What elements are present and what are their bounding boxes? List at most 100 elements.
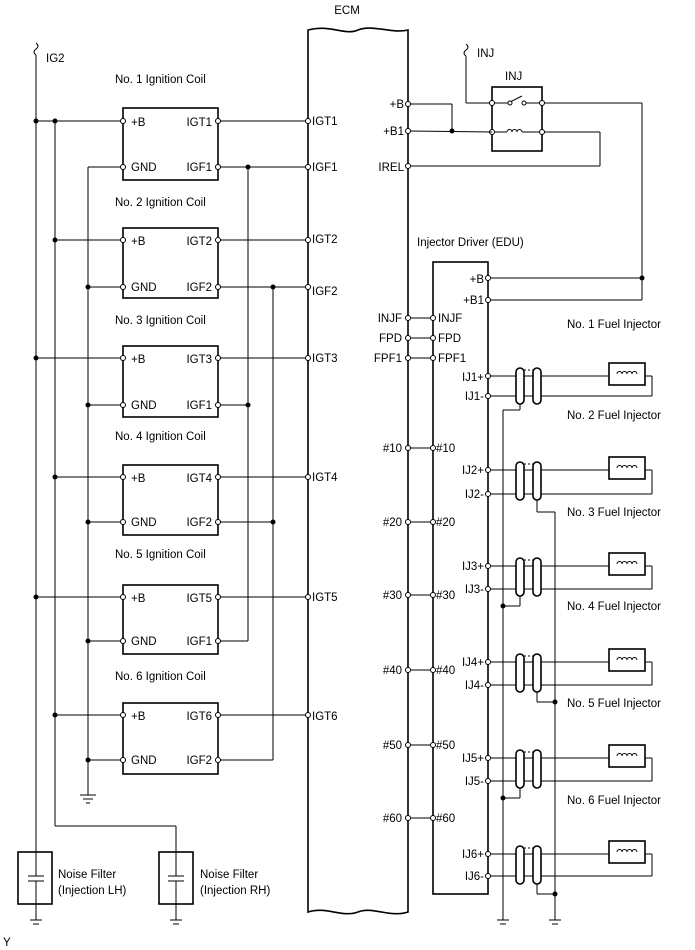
coil-igf-pin: IGF1	[186, 400, 212, 412]
coil-gnd-pin: GND	[131, 282, 157, 294]
coil-gnd-pin: GND	[131, 517, 157, 529]
relay-title: INJ	[505, 71, 522, 83]
svg-text:IJ1+: IJ1+	[462, 372, 484, 384]
svg-text:#40: #40	[436, 665, 455, 677]
ecm-power-pins: +B +B1 IREL	[378, 99, 645, 301]
coil-igf-pin: IGF1	[186, 636, 212, 648]
coil-gnd-pin: GND	[131, 162, 157, 174]
ig2-label: IG2	[46, 53, 65, 65]
svg-text:IJ2+: IJ2+	[462, 465, 484, 477]
svg-text:#30: #30	[383, 590, 402, 602]
coil-title: No. 1 Ignition Coil	[115, 74, 206, 86]
noise-filter-rh-line1: Noise Filter	[200, 869, 258, 881]
coil-igt-pin: IGT1	[186, 117, 212, 129]
coil-b-pin: +B	[131, 593, 146, 605]
relay-coil-icon	[506, 129, 523, 133]
svg-text:IJ3+: IJ3+	[462, 561, 484, 573]
inj-supply: INJ	[463, 43, 494, 104]
svg-text:FPD: FPD	[379, 333, 402, 345]
coil-title: No. 6 Ignition Coil	[115, 671, 206, 683]
ig2-fuse-icon	[33, 42, 39, 56]
edu-b1-pin: +B1	[463, 295, 484, 307]
signal-20: #20 #20	[383, 517, 455, 529]
shield-grounds	[497, 404, 561, 925]
fuel-injector-label: No. 1 Fuel Injector	[567, 319, 661, 331]
svg-text:#60: #60	[383, 813, 402, 825]
ecm-igt-pin: IGT2	[312, 234, 338, 246]
svg-text:IJ6+: IJ6+	[462, 849, 484, 861]
svg-text:IJ5+: IJ5+	[462, 753, 484, 765]
svg-text:FPF1: FPF1	[374, 353, 402, 365]
coil-title: No. 4 Ignition Coil	[115, 431, 206, 443]
ig2-supply: IG2	[33, 42, 177, 852]
svg-text:IJ3-: IJ3-	[465, 584, 484, 596]
edu-signal-lines: INJF INJF FPD FPD FPF1 FPF1 #10 #10 #20 …	[374, 313, 466, 825]
edu-title: Injector Driver (EDU)	[417, 237, 524, 249]
svg-text:IJ2-: IJ2-	[465, 489, 484, 501]
ignition-coil-1: No. 1 Ignition Coil +B GND IGT1 IGF1 IGT…	[36, 74, 338, 181]
ground-symbol	[80, 794, 96, 804]
noise-filter-lh-line2: (Injection LH)	[58, 885, 127, 897]
svg-text:#20: #20	[383, 517, 402, 529]
fuel-injector-label: No. 6 Fuel Injector	[567, 795, 661, 807]
svg-text:#30: #30	[436, 590, 455, 602]
fuel-injector-label: No. 4 Fuel Injector	[567, 601, 661, 613]
coil-igf-pin: IGF2	[186, 755, 212, 767]
svg-text:IJ1-: IJ1-	[465, 391, 484, 403]
igf-buses	[245, 164, 276, 760]
coil-b-pin: +B	[131, 117, 146, 129]
signal-fpd: FPD FPD	[379, 333, 461, 345]
coil-title: No. 2 Ignition Coil	[115, 197, 206, 209]
injector-output-5: No. 5 Fuel Injector IJ5+ IJ5-	[462, 698, 661, 789]
svg-text:#10: #10	[383, 443, 402, 455]
signal-fpf1: FPF1 FPF1	[374, 353, 466, 365]
fuel-injector-label: No. 3 Fuel Injector	[567, 507, 661, 519]
coil-igt-pin: IGT6	[186, 711, 212, 723]
svg-text:#50: #50	[436, 740, 455, 752]
signal-50: #50 #50	[383, 740, 455, 752]
svg-text:FPF1: FPF1	[438, 353, 466, 365]
coil-ground-bus	[80, 166, 123, 804]
coil-gnd-pin: GND	[131, 755, 157, 767]
edu-b-pin: +B	[470, 274, 485, 286]
injector-output-6: No. 6 Fuel Injector IJ6+ IJ6-	[462, 795, 661, 885]
inj-fuse-label: INJ	[477, 48, 494, 60]
injector-output-4: No. 4 Fuel Injector IJ4+ IJ4-	[462, 601, 661, 693]
svg-text:IJ6-: IJ6-	[465, 871, 484, 883]
ecm-igt-pin: IGT1	[312, 116, 338, 128]
coil-b-pin: +B	[131, 473, 146, 485]
ignition-coil-3: No. 3 Ignition Coil +B GND IGT3 IGF1 IGT…	[36, 315, 338, 418]
coil-title: No. 5 Ignition Coil	[115, 549, 206, 561]
coil-igf-pin: IGF2	[186, 282, 212, 294]
svg-text:#60: #60	[436, 813, 455, 825]
ecm-igt-pin: IGT5	[312, 592, 338, 604]
ecm-igt-pin: IGT6	[312, 711, 338, 723]
svg-text:#40: #40	[383, 665, 402, 677]
ignition-coil-2: No. 2 Ignition Coil +B GND IGT2 IGF2 IGT…	[55, 197, 338, 299]
signal-40: #40 #40	[383, 665, 455, 677]
inj-fuse-icon	[463, 43, 469, 57]
fuel-injector-label: No. 2 Fuel Injector	[567, 410, 661, 422]
coil-igt-pin: IGT5	[186, 593, 212, 605]
svg-text:#50: #50	[383, 740, 402, 752]
coil-igf-pin: IGF2	[186, 517, 212, 529]
coil-b-pin: +B	[131, 236, 146, 248]
ecm-b1-pin: +B1	[383, 126, 404, 138]
noise-filter-lh-line1: Noise Filter	[58, 869, 116, 881]
ecm-igt-pin: IGT3	[312, 353, 338, 365]
signal-30: #30 #30	[383, 590, 455, 602]
ecm-irel-pin: IREL	[378, 162, 404, 174]
signal-60: #60 #60	[383, 813, 455, 825]
injector-driver-edu: Injector Driver (EDU) +B +B1	[417, 237, 524, 895]
svg-text:IJ5-: IJ5-	[465, 776, 484, 788]
ecm-b-pin: +B	[390, 99, 405, 111]
svg-text:IJ4-: IJ4-	[465, 680, 484, 692]
coil-b-pin: +B	[131, 711, 146, 723]
svg-text:IJ4+: IJ4+	[462, 657, 484, 669]
injector-output-2: No. 2 Fuel Injector IJ2+ IJ2-	[462, 410, 661, 501]
coil-igt-pin: IGT3	[186, 354, 212, 366]
svg-text:#20: #20	[436, 517, 455, 529]
noise-filter-lh: Noise Filter (Injection LH)	[17, 851, 127, 925]
svg-text:INJF: INJF	[438, 313, 462, 325]
